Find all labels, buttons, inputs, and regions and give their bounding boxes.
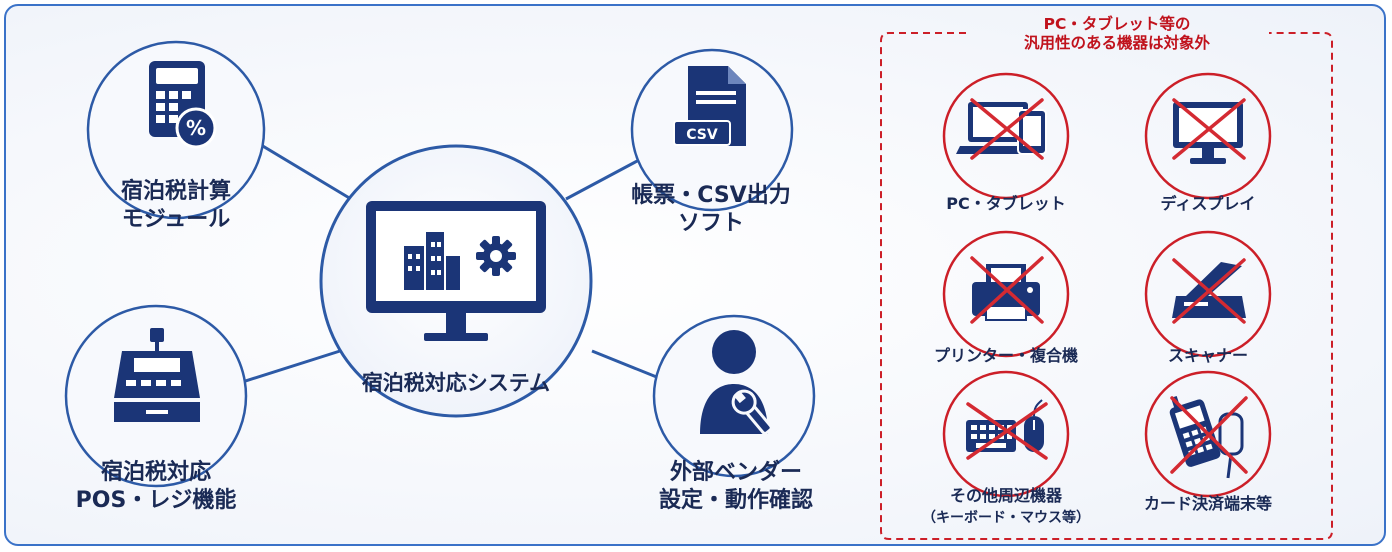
- center-node: [319, 144, 593, 418]
- diagram-canvas: % CSV: [64, 32, 1333, 540]
- csv-label-line1: 帳票・CSV出力: [631, 183, 791, 208]
- vendor-label-line2: 設定・動作確認: [658, 487, 813, 513]
- csv-label-line2: ソフト: [677, 210, 744, 236]
- calc-node: %: [86, 40, 266, 220]
- pos-node: [64, 304, 248, 488]
- vendor-node: [652, 314, 816, 478]
- excluded-panel-title: PC・タブレット等の 汎用性のある機器は対象外: [966, 15, 1268, 52]
- csv-node-label: 帳票・CSV出力 ソフト: [606, 182, 816, 237]
- excluded-panel: [880, 32, 1333, 540]
- pos-label-line1: 宿泊税対応: [100, 460, 211, 485]
- excluded-item-label: スキャナー: [1167, 346, 1248, 365]
- diagram-frame: % CSV: [4, 4, 1386, 546]
- excluded-item-label: カード決済端末等: [1143, 494, 1272, 513]
- csv-node: CSV: [630, 48, 794, 212]
- excluded-item-label: プリンター・複合機: [933, 346, 1078, 365]
- pos-node-label: 宿泊税対応 POS・レジ機能: [56, 459, 256, 514]
- excluded-item-sublabel: （キーボード・マウス等）: [922, 510, 1090, 526]
- csv-document-icon: CSV: [673, 66, 746, 146]
- system-monitor-icon: [366, 201, 546, 341]
- csv-badge-text: CSV: [686, 127, 718, 143]
- calc-label-line2: モジュール: [121, 206, 231, 232]
- excluded-item-label: PC・タブレット: [946, 194, 1066, 213]
- cash-register-icon: [114, 328, 200, 422]
- excluded-circles: [942, 72, 1272, 498]
- excluded-item-label: ディスプレイ: [1160, 194, 1256, 213]
- center-node-label: 宿泊税対応システム: [361, 371, 551, 395]
- keyboard-mouse-icon: [966, 399, 1044, 452]
- calculator-percent-icon: %: [149, 61, 217, 149]
- vendor-label-line1: 外部ベンダー: [669, 460, 802, 485]
- pos-label-line2: POS・レジ機能: [75, 487, 237, 513]
- excluded-title-line1: PC・タブレット等の: [1043, 15, 1191, 33]
- person-wrench-icon: [700, 330, 773, 435]
- calc-node-label: 宿泊税計算 モジュール: [76, 178, 276, 233]
- svg-text:%: %: [186, 116, 206, 140]
- excluded-item-label: その他周辺機器: [949, 486, 1062, 505]
- vendor-node-label: 外部ベンダー 設定・動作確認: [631, 459, 841, 514]
- excluded-title-line2: 汎用性のある機器は対象外: [1023, 33, 1210, 52]
- calc-label-line1: 宿泊税計算: [120, 179, 231, 204]
- excluded-cross-marks: [966, 98, 1248, 474]
